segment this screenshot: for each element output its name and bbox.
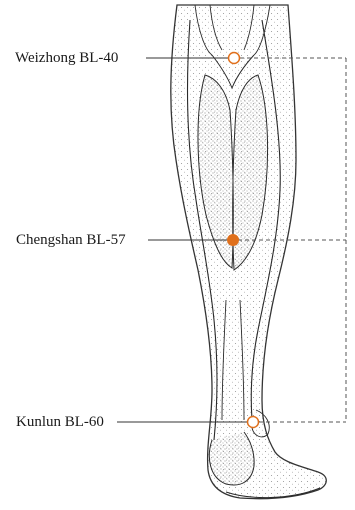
point-label-weizhong: Weizhong BL-40 [15, 50, 118, 66]
hollow-point-icon [229, 53, 240, 64]
point-label-chengshan: Chengshan BL-57 [16, 232, 126, 248]
point-label-kunlun: Kunlun BL-60 [16, 414, 104, 430]
hollow-point-icon [248, 417, 259, 428]
heel [209, 432, 254, 485]
filled-point-icon [228, 235, 239, 246]
